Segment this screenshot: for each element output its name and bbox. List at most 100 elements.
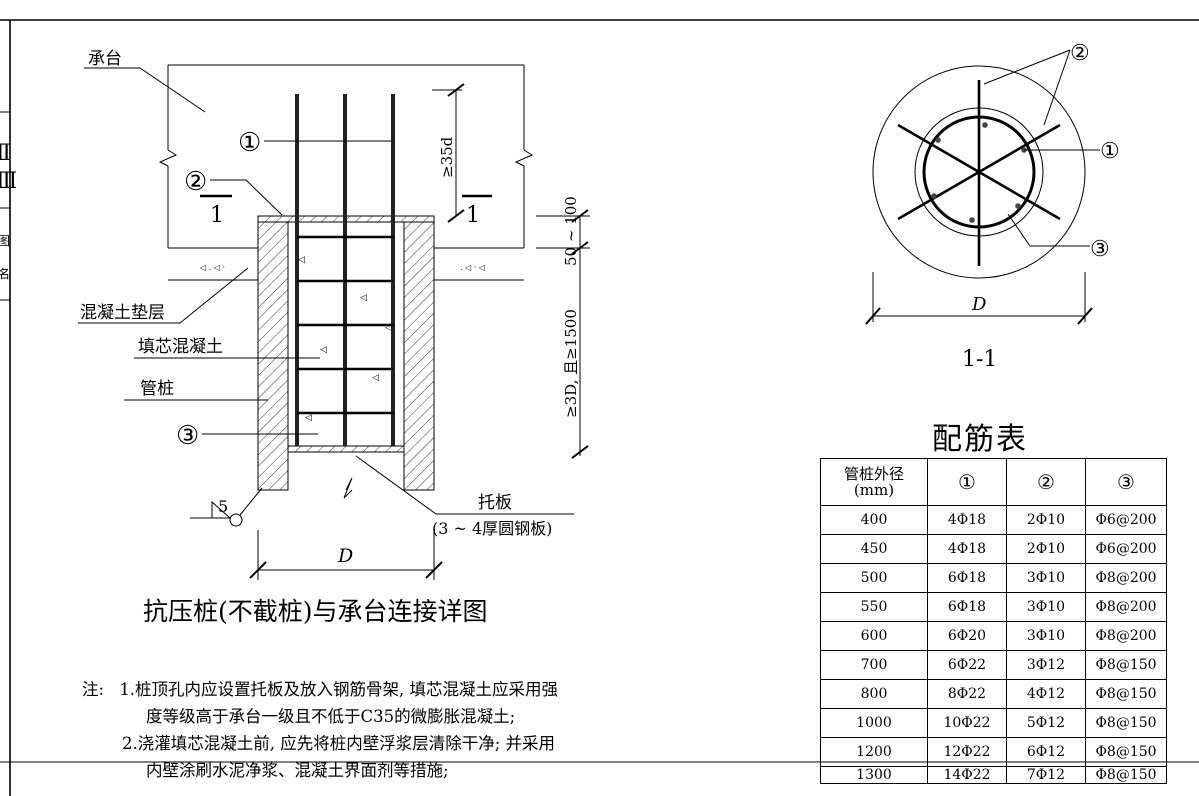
- cushion-label-group: 混凝土垫层: [78, 267, 249, 324]
- longitudinal-bars: [295, 94, 395, 446]
- fill-label: 填芯混凝土: [138, 337, 223, 357]
- header-diameter: 管桩外径 (mm): [820, 458, 928, 506]
- table-cell: 3Φ10: [1006, 621, 1086, 651]
- table-cell: 4Φ18: [927, 534, 1007, 564]
- svg-text:50 ~ 100: 50 ~ 100: [562, 196, 580, 266]
- table-cell: Φ8@200: [1085, 563, 1167, 593]
- table-cell: 5Φ12: [1006, 708, 1086, 738]
- svg-text:③: ③: [1090, 237, 1110, 262]
- svg-text:D: D: [971, 294, 987, 315]
- table-header-row: 管桩外径 (mm) ① ② ③: [820, 458, 1167, 506]
- cap-label: 承台: [88, 49, 122, 69]
- table-title: 配筋表: [932, 422, 1028, 457]
- table-cell: 2Φ10: [1006, 505, 1086, 535]
- callout-1: ①: [238, 128, 393, 158]
- support-plate: [287, 445, 405, 453]
- plan-callout-1: ①: [1024, 139, 1120, 164]
- pile-cap: [158, 64, 534, 248]
- section-mark-right: 1: [462, 194, 492, 228]
- pile-label-group: 管桩: [124, 379, 268, 401]
- section-mark-left: 1: [200, 194, 232, 228]
- frame-char-2: Ⅲ: [0, 169, 17, 194]
- table-cell: Φ8@150: [1085, 679, 1167, 709]
- table-cell: 500: [820, 563, 928, 593]
- svg-text:≥3D, 且≥1500: ≥3D, 且≥1500: [562, 309, 580, 418]
- header-bar-2: ②: [1006, 458, 1086, 506]
- weld-symbol: 5: [190, 487, 263, 527]
- section-view: ◁ . ◁ · . ◁ · ◁ ◁ ◁ ◁ ◁ ◁ ◁: [78, 49, 590, 626]
- header-diameter-text: 管桩外径 (mm): [843, 465, 904, 499]
- svg-text:◁: ◁: [320, 345, 327, 355]
- table-cell: 6Φ18: [927, 563, 1007, 593]
- stirrups: [297, 235, 393, 415]
- anchor-dimension: ≥35d: [432, 83, 465, 223]
- table-cell: 4Φ18: [927, 505, 1007, 535]
- table-cell: 8Φ22: [927, 679, 1007, 709]
- svg-text:◁ . ◁ ·: ◁ . ◁ ·: [199, 263, 225, 272]
- table-cell: Φ6@200: [1085, 505, 1167, 535]
- table-cell: 1200: [820, 737, 928, 767]
- frame-char-3: 图: [0, 234, 10, 248]
- table-cell: 6Φ12: [1006, 737, 1086, 767]
- plan-callout-2: ②: [983, 41, 1090, 126]
- table-cell: 550: [820, 592, 928, 622]
- svg-text:③: ③: [176, 421, 199, 451]
- table-cell: Φ8@200: [1085, 621, 1167, 651]
- plate-label-group: 托板 (3 ~ 4厚圆钢板): [355, 455, 574, 538]
- frame-char-4: 名: [0, 266, 10, 281]
- plan-caption: 1-1: [962, 347, 997, 372]
- note-line-2: 度等级高于承台一级且不低于C35的微膨胀混凝土;: [146, 707, 516, 726]
- table-cell: Φ6@200: [1085, 534, 1167, 564]
- header-bar-3: ③: [1085, 458, 1167, 506]
- fill-label-group: 填芯混凝土: [134, 337, 320, 359]
- plan-dia-dimension: D: [865, 272, 1093, 325]
- table-cell: 1000: [820, 708, 928, 738]
- table-cell: Φ8@200: [1085, 592, 1167, 622]
- note-line-4: 内壁涂刷水泥净浆、混凝土界面剂等措施;: [146, 761, 449, 780]
- svg-text:◁: ◁: [372, 373, 379, 383]
- table-cell: 7Φ12: [1006, 766, 1086, 784]
- table-cell: 6Φ20: [927, 621, 1007, 651]
- svg-text:◁: ◁: [360, 293, 367, 303]
- notes-block: 注: 1.桩顶孔内应设置托板及放入钢筋骨架, 填芯混凝土应采用强 度等级高于承台…: [82, 676, 558, 784]
- header-bar-1: ①: [927, 458, 1007, 506]
- table-cell: 2Φ10: [1006, 534, 1086, 564]
- table-cell: 10Φ22: [927, 708, 1007, 738]
- note-line-3: 2.浇灌填芯混凝土前, 应先将桩内壁浮浆层清除干净; 并采用: [122, 734, 556, 753]
- svg-text:≥35d: ≥35d: [438, 136, 456, 178]
- notes-prefix: 注:: [82, 680, 105, 699]
- plan-callout-3: ③: [1007, 213, 1110, 262]
- svg-text:◁: ◁: [298, 255, 305, 265]
- table-cell: 4Φ12: [1006, 679, 1086, 709]
- cap-label-group: 承台: [84, 49, 206, 113]
- table-cell: Φ8@150: [1085, 650, 1167, 680]
- pipe-pile-walls: [257, 221, 435, 499]
- frame-char-1: Ⅱ: [0, 141, 11, 166]
- svg-text:②: ②: [184, 167, 207, 197]
- depth-dimension: 50 ~ 100 ≥3D, 且≥1500: [536, 196, 590, 459]
- svg-text:◁: ◁: [385, 323, 392, 333]
- note-1-a: 1.桩顶孔内应设置托板及放入钢筋骨架, 填芯混凝土应采用强: [119, 680, 559, 699]
- plate-note: (3 ~ 4厚圆钢板): [432, 519, 552, 538]
- table-cell: 3Φ10: [1006, 563, 1086, 593]
- svg-text:①: ①: [1100, 139, 1120, 164]
- pile-label: 管桩: [140, 379, 174, 399]
- bottom-dia-dimension: D: [249, 530, 443, 580]
- table-cell: 600: [820, 621, 928, 651]
- plate-label: 托板: [478, 493, 512, 513]
- svg-text:1: 1: [210, 203, 224, 228]
- cushion-label: 混凝土垫层: [80, 303, 165, 323]
- svg-text:1: 1: [466, 203, 480, 228]
- table-cell: 6Φ18: [927, 592, 1007, 622]
- section-caption: 抗压桩(不截桩)与承台连接详图: [143, 597, 488, 626]
- drawing-frame: Ⅱ Ⅲ 图 名: [0, 19, 1199, 796]
